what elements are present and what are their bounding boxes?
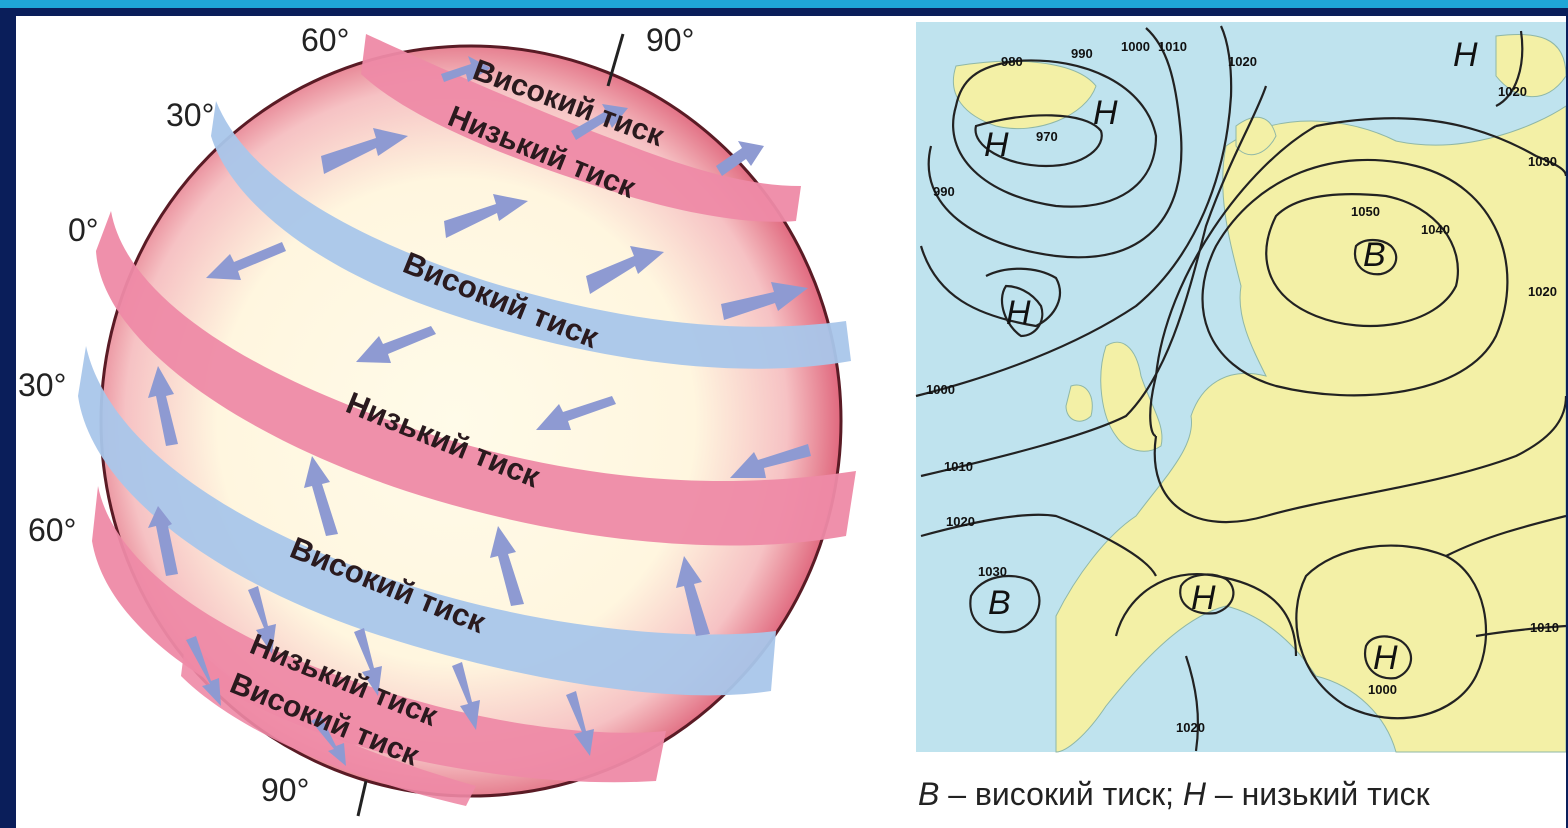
isobar-label: 1000 [1121, 39, 1150, 54]
weather-map: 980 990 1000 1010 1020 1020 1030 1050 10… [916, 22, 1566, 752]
pressure-center-low: Н [1373, 639, 1398, 677]
isobar-label: 1020 [946, 514, 975, 529]
isobar-label: 1000 [1368, 682, 1397, 697]
isobar-label: 1010 [1530, 620, 1559, 635]
isobar-label: 990 [933, 184, 955, 199]
isobar-label: 1020 [1498, 84, 1527, 99]
latitude-label: 60° [301, 22, 349, 58]
axis-bottom [358, 781, 366, 816]
content-panel: Високий тиск Низький тиск Високий тиск Н… [16, 16, 1566, 828]
isobar-label: 1010 [1158, 39, 1187, 54]
legend-b-letter: В [918, 776, 939, 812]
isobar-label: 1020 [1528, 284, 1557, 299]
isobar-label: 980 [1001, 54, 1023, 69]
isobar-label: 1020 [1176, 720, 1205, 735]
pressure-center-low: Н [1093, 94, 1118, 132]
isobar-label: 1000 [926, 382, 955, 397]
isobar-label: 1030 [1528, 154, 1557, 169]
isobar-label: 1020 [1228, 54, 1257, 69]
isobar-label: 1010 [944, 459, 973, 474]
pressure-center-low: Н [1191, 579, 1216, 617]
latitude-label: 90° [646, 22, 694, 58]
latitude-label: 0° [68, 212, 99, 248]
pressure-center-high: В [1363, 236, 1386, 274]
pressure-center-high: В [988, 584, 1011, 622]
legend-h-text: – низький тиск [1206, 776, 1430, 812]
latitude-label: 60° [28, 512, 76, 548]
pressure-center-low: Н [984, 126, 1009, 164]
isobar-label: 970 [1036, 129, 1058, 144]
latitude-label: 30° [166, 97, 214, 133]
legend-b-text: – високий тиск; [939, 776, 1183, 812]
isobar-label: 1050 [1351, 204, 1380, 219]
map-legend: В – високий тиск; Н – низький тиск [918, 776, 1430, 813]
isobar-label: 990 [1071, 46, 1093, 61]
pressure-center-low: Н [1006, 294, 1031, 332]
latitude-label: 90° [261, 772, 309, 808]
latitude-label: 30° [18, 367, 66, 403]
illustration: Високий тиск Низький тиск Високий тиск Н… [16, 16, 1566, 828]
pressure-center-low: Н [1453, 36, 1478, 74]
isobar-label: 1030 [978, 564, 1007, 579]
isobar-label: 1040 [1421, 222, 1450, 237]
legend-h-letter: Н [1183, 776, 1206, 812]
